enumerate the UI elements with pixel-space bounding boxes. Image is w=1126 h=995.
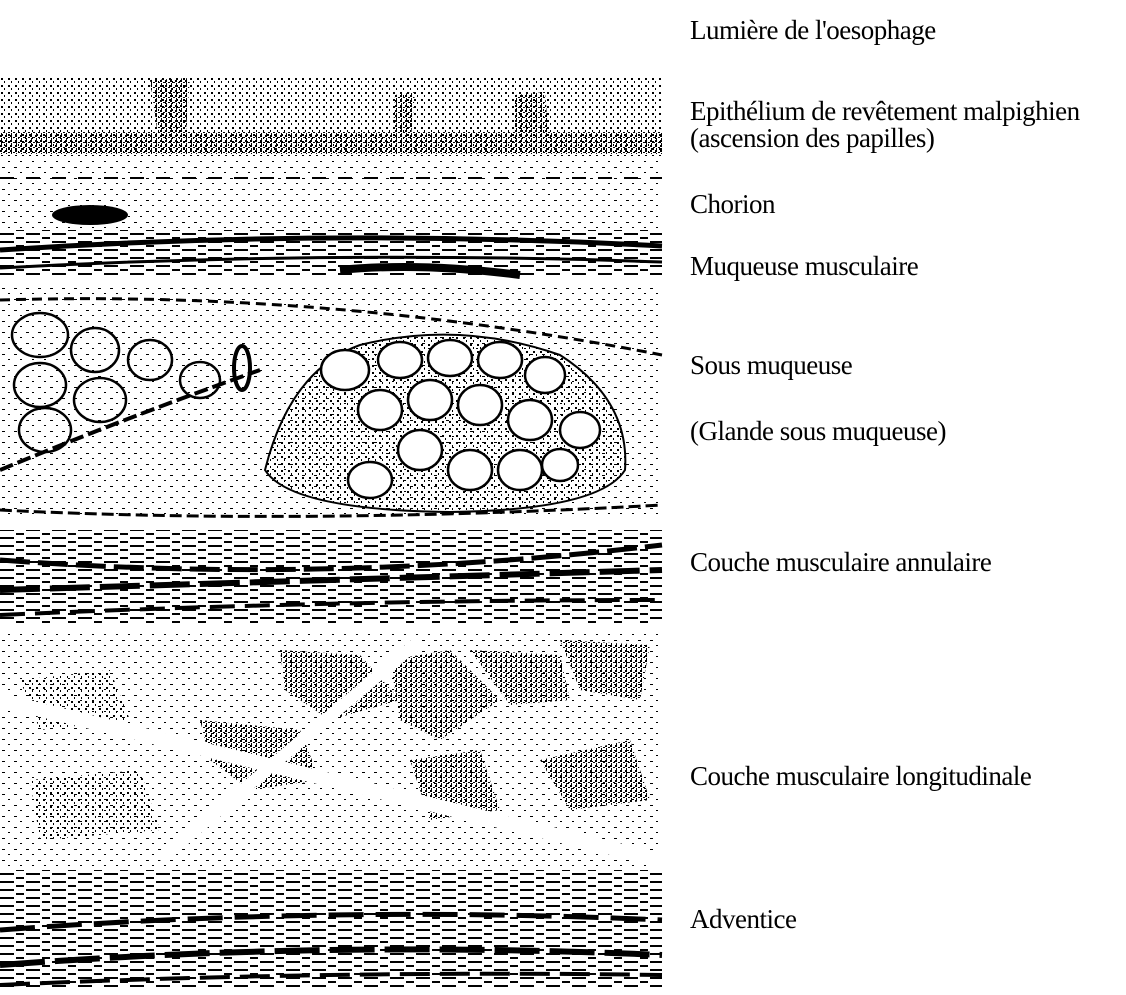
label-submucosal-gland: (Glande sous muqueuse) xyxy=(690,418,946,445)
label-submucosa: Sous muqueuse xyxy=(690,352,852,379)
submucosa-region xyxy=(0,285,662,516)
epithelium-region xyxy=(0,78,662,156)
label-longitudinal-muscle: Couche musculaire longitudinale xyxy=(690,763,1031,790)
label-circular-muscle: Couche musculaire annulaire xyxy=(690,549,991,576)
adventitia-region xyxy=(0,870,662,988)
circular-muscle-region xyxy=(0,530,662,625)
label-epithelium: Epithélium de revêtement malpighien (asc… xyxy=(690,98,1080,152)
chorion-region xyxy=(0,160,662,230)
label-muscularis-mucosae: Muqueuse musculaire xyxy=(690,253,918,280)
longitudinal-muscle-region xyxy=(0,630,662,870)
label-lumen: Lumière de l'oesophage xyxy=(690,17,936,44)
label-chorion: Chorion xyxy=(690,191,775,218)
label-adventitia: Adventice xyxy=(690,906,796,933)
muscularis-mucosae-region xyxy=(0,230,662,275)
